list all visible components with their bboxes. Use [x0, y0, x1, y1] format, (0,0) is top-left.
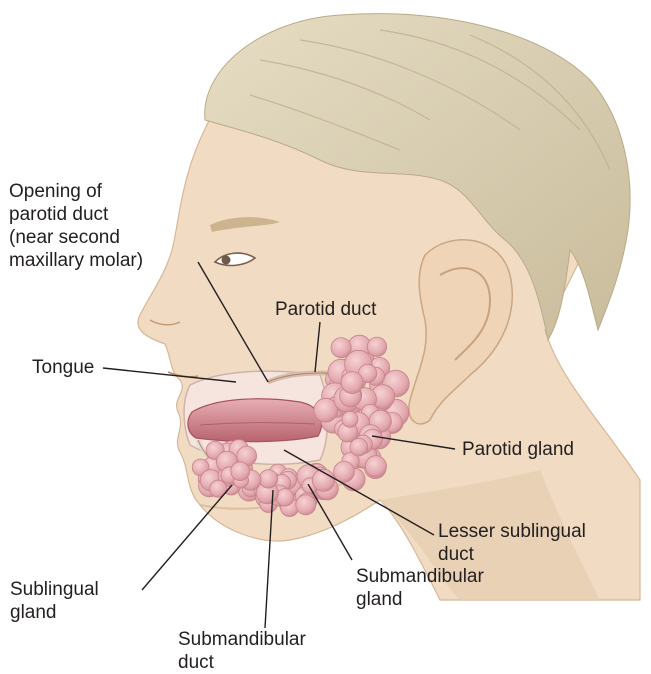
sublingual-gland-shape-lobule	[231, 462, 250, 481]
parotid-gland-lower-lobule	[350, 438, 368, 456]
submandibular-gland-shape-lobule	[259, 470, 277, 488]
leader-sublingual-gland	[142, 485, 232, 590]
parotid-gland-shape-lobule	[331, 338, 351, 358]
submandibular-gland-shape-lobule	[276, 489, 294, 507]
head-silhouette	[138, 14, 640, 600]
label-submandibular-duct: Submandibular duct	[178, 628, 306, 674]
label-sublingual-gland: Sublingual gland	[10, 578, 99, 624]
label-tongue: Tongue	[32, 356, 94, 379]
label-lesser-sublingual-duct: Lesser sublingual duct	[438, 520, 586, 566]
parotid-gland-shape-lobule	[367, 337, 386, 356]
iris	[222, 256, 231, 265]
parotid-gland-shape-lobule	[341, 372, 363, 394]
submandibular-gland-shape-lobule	[296, 495, 316, 515]
label-submandibular-gland: Submandibular gland	[356, 565, 484, 611]
label-parotid-duct: Parotid duct	[275, 298, 376, 321]
parotid-gland-lower-lobule	[365, 456, 386, 477]
parotid-gland-lower-lobule	[342, 411, 358, 427]
label-parotid-opening: Opening of parotid duct (near second max…	[9, 180, 143, 272]
tongue-shape	[188, 399, 322, 442]
label-parotid-gland: Parotid gland	[462, 438, 574, 461]
